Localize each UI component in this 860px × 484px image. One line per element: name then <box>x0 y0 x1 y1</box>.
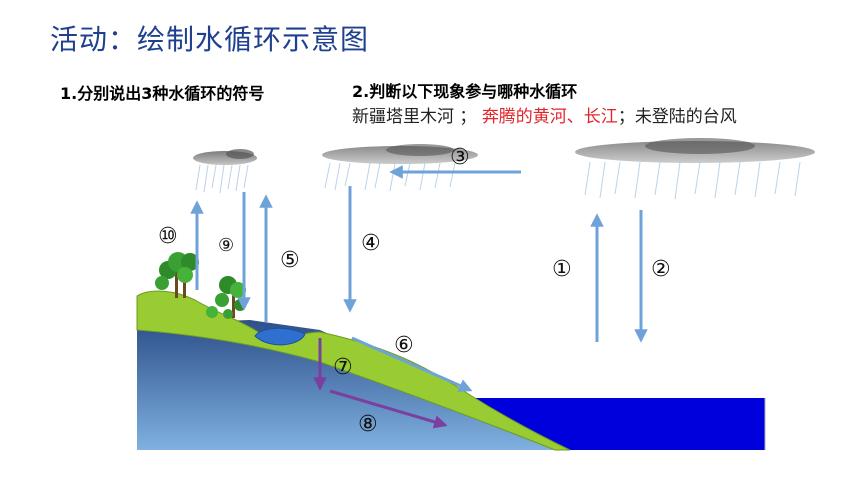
examples-line: 新疆塔里木河 ； 奔腾的黄河、长江；未登陆的台风 <box>352 102 737 127</box>
separator: ； <box>617 107 635 127</box>
question-1: 1.分别说出3种水循环的符号 <box>60 84 265 103</box>
label-9: ⑨ <box>218 235 234 256</box>
label-6: ⑥ <box>394 333 414 358</box>
label-5: ⑤ <box>280 248 300 273</box>
label-8: ⑧ <box>358 412 378 437</box>
page-title: 活动：绘制水循环示意图 <box>50 23 370 56</box>
example-typhoon: 未登陆的台风 <box>634 107 737 127</box>
example-tarim-river: 新疆塔里木河 <box>352 107 454 127</box>
label-1: ① <box>552 257 572 282</box>
label-10: ⑩ <box>158 224 178 249</box>
cloud-ocean <box>575 138 815 200</box>
separator: ； <box>454 107 477 127</box>
label-7: ⑦ <box>333 355 353 380</box>
example-yellow-yangtze: 奔腾的黄河、长江 <box>481 107 618 127</box>
ground-cross-section <box>137 320 570 450</box>
lake <box>254 327 306 346</box>
arrow-8-groundwater-runoff <box>329 389 448 429</box>
cloud-middle <box>322 144 478 192</box>
label-3: ③ <box>450 145 470 170</box>
trees <box>155 252 246 319</box>
label-2: ② <box>651 257 671 282</box>
label-4: ④ <box>361 231 381 256</box>
cloud-land <box>193 149 257 194</box>
arrow-6-surface-runoff <box>351 336 473 392</box>
question-2: 2.判断以下现象参与哪种水循环 <box>352 82 578 101</box>
